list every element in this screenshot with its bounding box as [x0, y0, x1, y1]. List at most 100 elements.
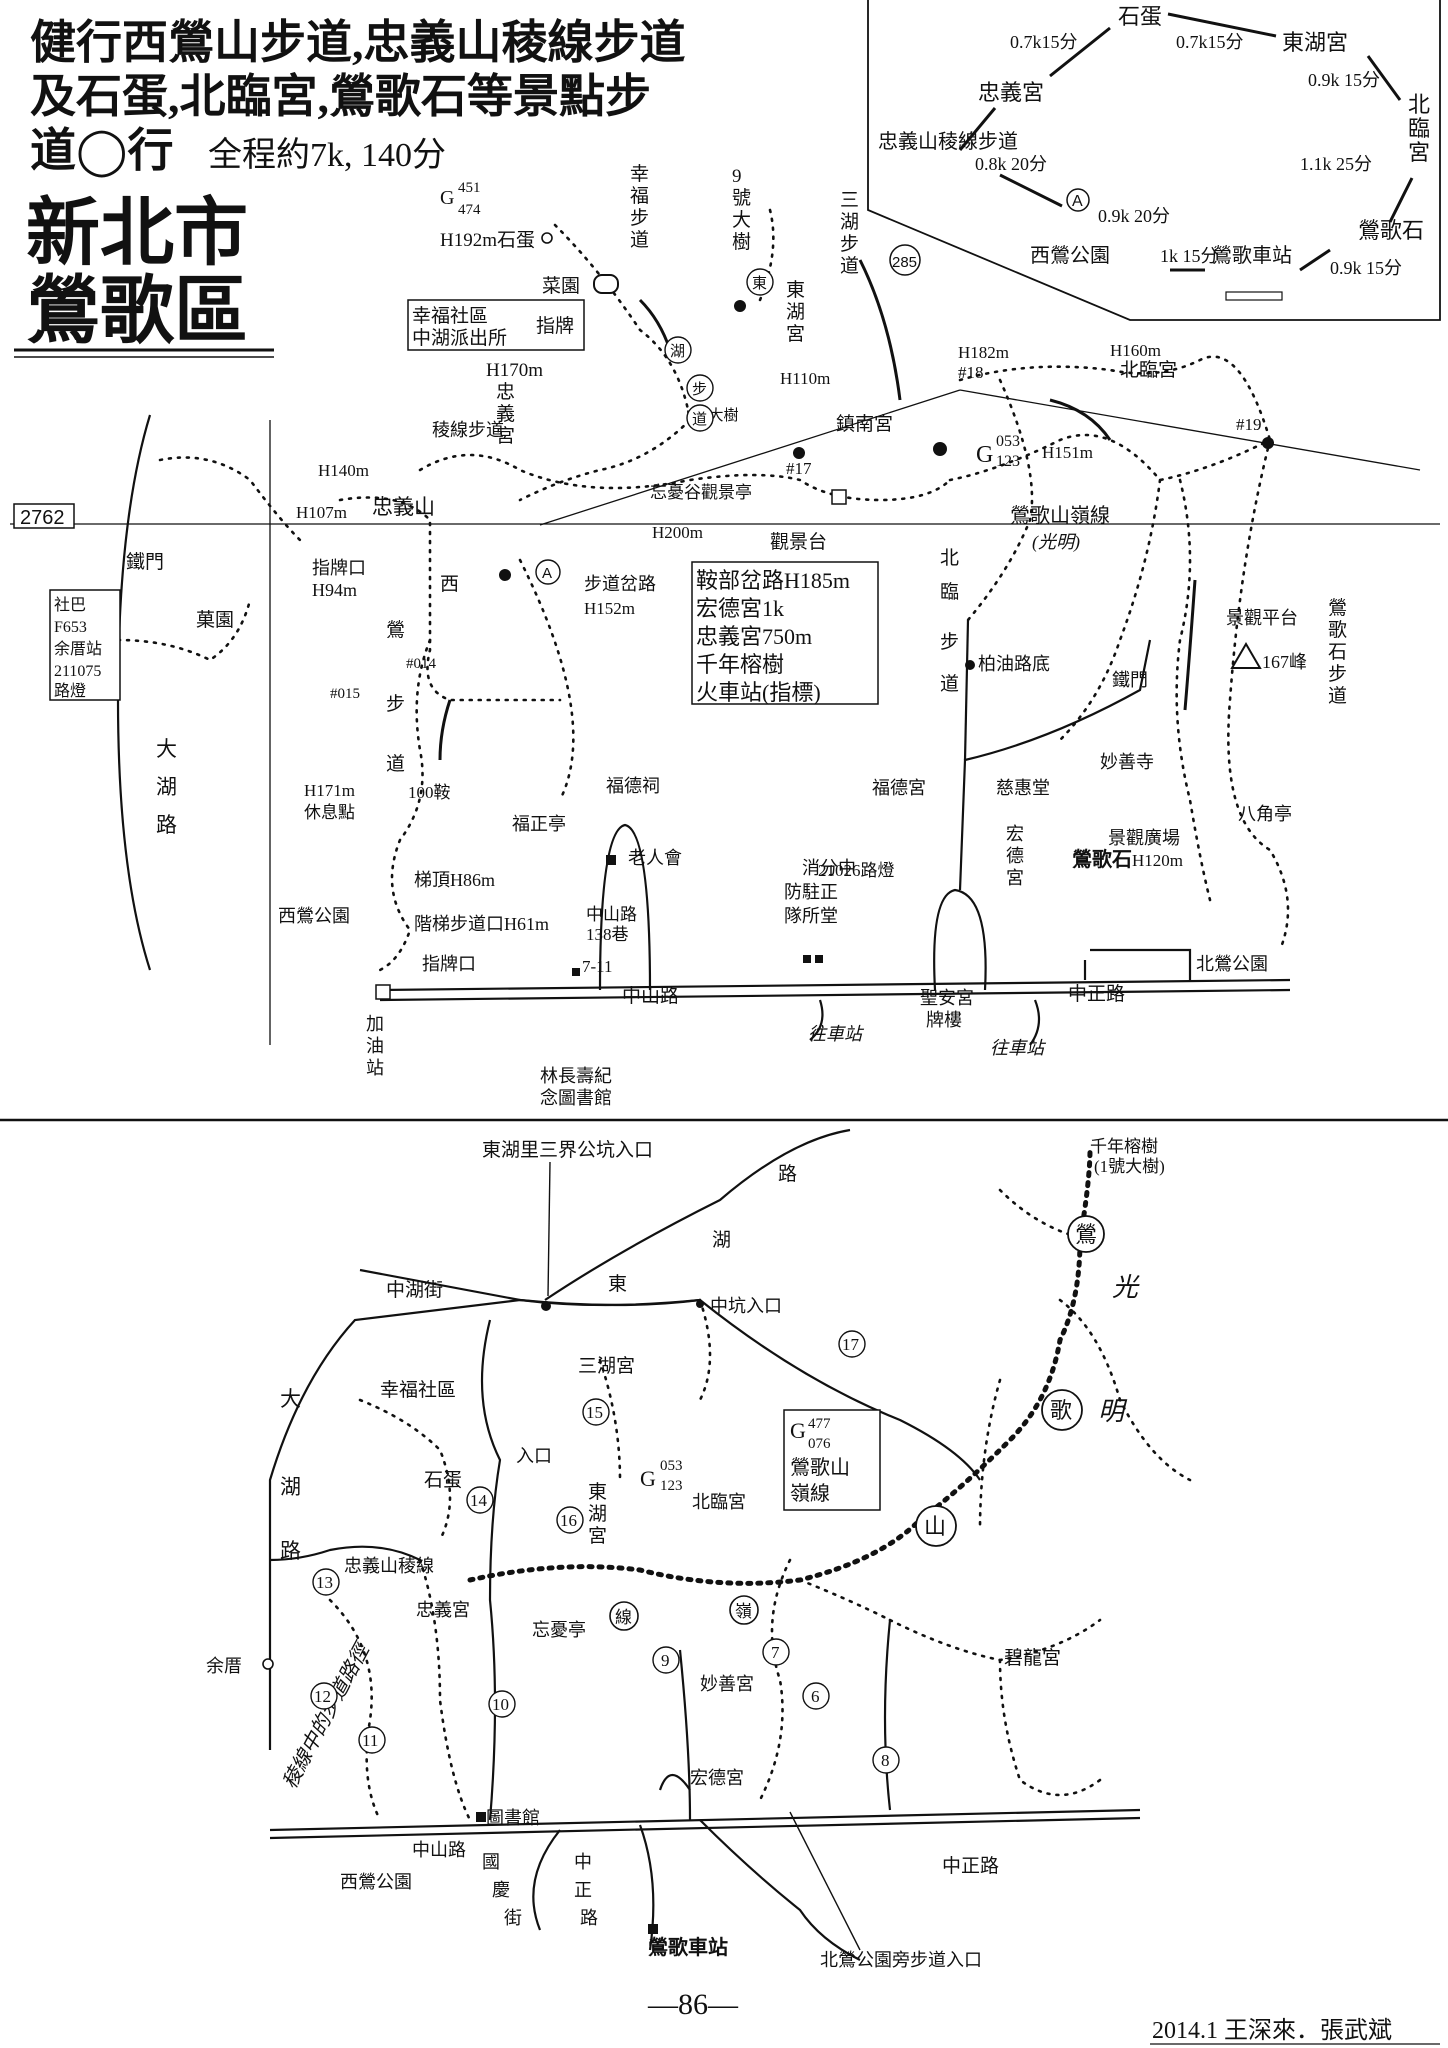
svg-text:步: 步: [630, 207, 649, 229]
svg-text:9: 9: [732, 166, 742, 187]
svg-text:15: 15: [586, 1403, 603, 1422]
inset-ridge: 忠義山稜線步道: [878, 130, 1018, 153]
lower-label-sanjie: 東湖里三界公坑入口: [482, 1139, 653, 1161]
svg-text:義: 義: [496, 403, 515, 425]
svg-text:山: 山: [924, 1514, 946, 1539]
lower-label-zhongshan: 中山路: [412, 1840, 466, 1860]
lower-junction-2: [696, 1300, 704, 1308]
label-gas: 加油 站: [366, 1014, 384, 1078]
svg-text:湖: 湖: [670, 343, 685, 360]
circle-ge-lower: [1041, 1389, 1083, 1431]
label-lane-711: 7-11: [582, 957, 613, 976]
label-zhennan: 鎮南宮: [836, 413, 893, 435]
trail-arrow-5: [438, 699, 452, 761]
trail-yinggeshi: [1175, 478, 1212, 902]
label-bu: 步: [386, 693, 405, 715]
svg-text:指牌: 指牌: [536, 315, 574, 337]
svg-text:10: 10: [492, 1695, 509, 1714]
svg-text:宏: 宏: [1006, 824, 1024, 844]
label-zhongyi-gong: 忠義 宮: [496, 381, 515, 447]
lower-label-station: 鶯歌車站: [648, 1935, 728, 1959]
lower-label-zhongzheng-v: 中正 路: [574, 1852, 598, 1928]
inset-xiying: 西鶯公園: [1030, 244, 1110, 267]
lower-trail-10: [1058, 1298, 1192, 1482]
road-hongde: [678, 1649, 692, 1821]
trail-xiying: [338, 496, 562, 702]
lower-library-marker: [476, 1812, 486, 1822]
svg-text:千年榕樹: 千年榕樹: [696, 652, 784, 677]
trail-caiyuan: [116, 598, 252, 662]
point17-marker: [793, 447, 805, 459]
svg-text:123: 123: [996, 453, 1020, 470]
road-miaoshan-lower: [883, 1619, 892, 1811]
route-summary: 全程約7k, 140分: [208, 136, 446, 174]
svg-text:9: 9: [661, 1651, 670, 1670]
page-header: 健行西鶯山步道,忠義山稜線步道 及石蛋,北臨宮,鶯歌石等景點步 道◯行 全程約7…: [14, 17, 686, 358]
trail-no-12: [310, 1682, 338, 1710]
lower-yucuo-marker: [262, 1658, 274, 1670]
label-donghu-gong: 東湖 宮: [786, 279, 805, 345]
svg-text:宮: 宮: [786, 323, 805, 345]
circle-hu: [664, 336, 692, 364]
trail-no-15: [582, 1398, 610, 1426]
svg-text:路: 路: [580, 1908, 598, 1928]
title-line-1: 健行西鶯山步道,忠義山稜線步道: [30, 17, 686, 68]
lower-trail-7: [888, 1618, 1102, 1662]
xingfu-box: [407, 299, 585, 351]
label-h140: H140m: [318, 461, 369, 480]
inset-seg-6: 1k 15分: [1160, 246, 1219, 266]
svg-text:7: 7: [771, 1643, 780, 1662]
road-zhongshan-lower: [269, 1808, 1141, 1832]
trail-tiemen: [158, 456, 302, 542]
tree9-marker: [734, 300, 746, 312]
trail-xingfu: [553, 223, 692, 422]
trail-north: [958, 355, 1272, 442]
svg-text:社巴: 社巴: [54, 596, 86, 614]
label-ridge-trail: 稜線步道: [432, 420, 504, 440]
inset-donghu: 東湖宮: [1282, 30, 1348, 55]
point19-marker: [1262, 437, 1274, 449]
label-yinggeshi-trail: 鶯歌 石步 道: [1328, 597, 1347, 707]
trail-arrow-2: [858, 259, 902, 401]
inset-seg-4: 1.1k 25分: [1300, 154, 1372, 174]
svg-text:正: 正: [574, 1880, 592, 1900]
guanjing-marker: [831, 489, 847, 505]
label-h107: H107m: [296, 503, 347, 522]
road-hongde-loop: [658, 1773, 691, 1791]
svg-text:站: 站: [366, 1058, 384, 1078]
credit-line: 2014.1 王深來．張武斌: [1152, 2017, 1392, 2044]
inset-station: 鶯歌車站: [1212, 244, 1292, 267]
upper-map: 2762 285: [10, 163, 1440, 1108]
inset-border: [867, 0, 1441, 321]
arrow-to-station-2: [1029, 999, 1041, 1046]
caiyuan-marker: [593, 274, 619, 294]
svg-text:鶯歌山: 鶯歌山: [790, 1456, 850, 1479]
svg-text:21026路燈: 21026路燈: [818, 861, 895, 880]
svg-text:湖: 湖: [588, 1503, 607, 1525]
lower-label-library: 圖書館: [486, 1808, 540, 1828]
svg-text:道: 道: [1328, 685, 1347, 707]
lower-label-lu: 路: [778, 1163, 797, 1185]
lower-label-guang: 光: [1112, 1273, 1140, 1302]
lower-handwriting: 稜線中的步道路徑: [279, 1638, 375, 1792]
svg-text:臨: 臨: [1408, 116, 1430, 141]
trail-arrow-3: [1049, 398, 1112, 441]
label-donghu-h: H110m: [780, 369, 830, 388]
label-dao: 道: [386, 753, 405, 775]
road-to-miaoshan: [958, 639, 1152, 891]
label-zhipai-kou2: 指牌口: [422, 954, 476, 974]
lower-label-shidan: 石蛋: [424, 1469, 462, 1491]
svg-text:6: 6: [811, 1687, 820, 1706]
svg-text:步: 步: [840, 233, 859, 255]
label-xi: 西: [440, 574, 459, 595]
inset-zhongyi: 忠義宮: [978, 80, 1044, 105]
label-peak167: 167峰: [1262, 652, 1307, 672]
shidan-marker: [541, 232, 553, 244]
road-lane-138: [598, 823, 652, 991]
ridge-line: [467, 1147, 1093, 1586]
svg-text:幸: 幸: [630, 163, 649, 185]
lower-g-box: [783, 1409, 881, 1511]
lower-label-xingfu: 幸福社區: [380, 1379, 456, 1401]
svg-text:17: 17: [842, 1335, 860, 1354]
arrow-to-station-1: [809, 999, 824, 1041]
